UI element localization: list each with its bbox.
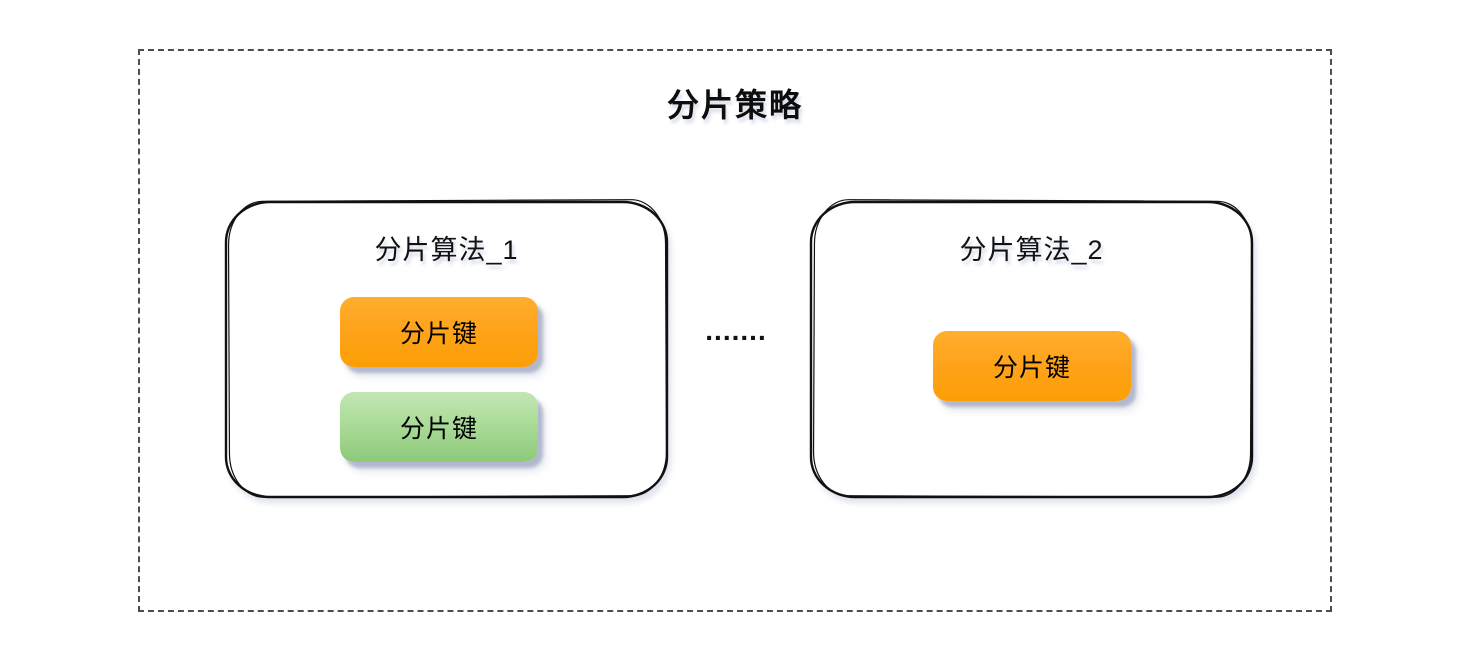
ellipsis-dots: .......: [705, 315, 767, 346]
shard-key-pill-green: 分片键: [340, 392, 538, 462]
group-title: 分片算法_1: [374, 235, 519, 265]
shard-key-pill-orange: 分片键: [340, 297, 538, 367]
diagram-title: 分片策略: [666, 87, 803, 123]
group-title: 分片算法_2: [959, 235, 1104, 265]
shard-key-pill-orange: 分片键: [933, 331, 1131, 401]
